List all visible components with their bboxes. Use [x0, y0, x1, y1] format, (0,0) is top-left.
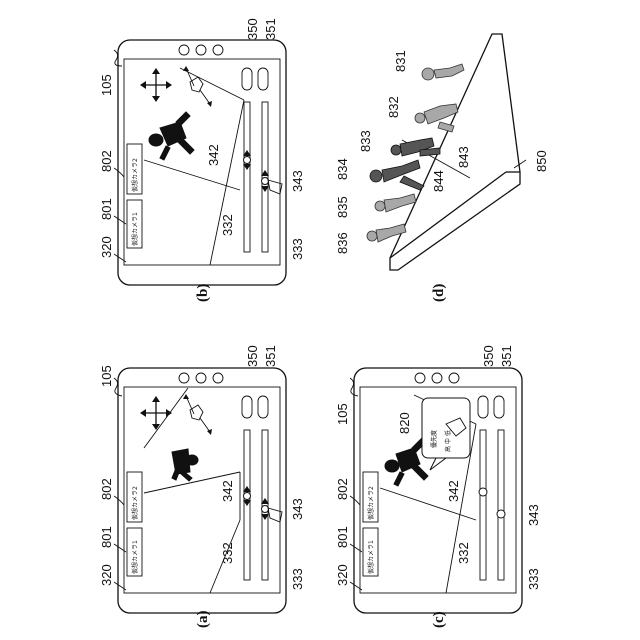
tablet-screen — [124, 387, 280, 593]
toggle-button-351[interactable] — [258, 396, 268, 418]
ref-320: 320 — [335, 564, 350, 586]
ref-350: 350 — [245, 345, 260, 367]
ref-801: 801 — [335, 526, 350, 548]
ref-343: 343 — [526, 504, 541, 526]
ref-105: 105 — [99, 74, 114, 96]
rotate-hand-icon[interactable] — [183, 394, 212, 435]
ref-801: 801 — [99, 198, 114, 220]
ref-850: 850 — [534, 150, 549, 172]
tab-virtual-camera-1-label: 仮想カメラ1 — [131, 212, 139, 246]
ref-320: 320 — [99, 236, 114, 258]
ref-831: 831 — [393, 50, 408, 72]
slider-track-332[interactable] — [480, 430, 486, 580]
ref-343: 343 — [290, 498, 305, 520]
ref-832: 832 — [386, 96, 401, 118]
panel-a: 仮想カメラ1 仮想カメラ2 — [99, 345, 305, 628]
ref-332: 332 — [456, 542, 471, 564]
ref-843: 843 — [456, 146, 471, 168]
toggle-button-350[interactable] — [242, 396, 252, 418]
tablet-screen — [124, 59, 280, 265]
home-button-3[interactable] — [449, 373, 459, 383]
tab-virtual-camera-2-label: 仮想カメラ2 — [131, 158, 139, 192]
toggle-button-350[interactable] — [242, 68, 252, 90]
caption-d: (d) — [431, 284, 447, 302]
slider-marker-342[interactable] — [479, 488, 487, 496]
toggle-button-351[interactable] — [258, 68, 268, 90]
panel-d: 831 832 833 834 835 836 843 844 850 (d) — [335, 34, 549, 302]
field-line-2 — [180, 68, 244, 100]
ref-802: 802 — [335, 478, 350, 500]
ref-105: 105 — [99, 365, 114, 387]
toggle-button-351[interactable] — [494, 396, 504, 418]
home-button-3[interactable] — [213, 373, 223, 383]
ref-332: 332 — [220, 542, 235, 564]
caption-b: (b) — [195, 284, 211, 302]
slider-marker-343[interactable] — [261, 498, 282, 522]
ref-342: 342 — [446, 480, 461, 502]
ref-835: 835 — [335, 196, 350, 218]
slider-track-333[interactable] — [498, 430, 504, 580]
ref-351: 351 — [499, 345, 514, 367]
slider-marker-343[interactable] — [497, 510, 505, 518]
priority-popup[interactable]: 優先度 高 中 低 — [422, 398, 470, 470]
tablet-device — [118, 40, 286, 285]
ref-333: 333 — [290, 568, 305, 590]
ref-343: 343 — [290, 170, 305, 192]
ref-333: 333 — [526, 568, 541, 590]
field-line-1 — [144, 160, 240, 190]
ref-844: 844 — [431, 170, 446, 192]
tab-virtual-camera-2-label: 仮想カメラ2 — [131, 486, 139, 520]
player-figure-833 — [391, 138, 440, 156]
home-button-3[interactable] — [213, 45, 223, 55]
ref-333: 333 — [290, 238, 305, 260]
home-button-2[interactable] — [432, 373, 442, 383]
priority-popup-title: 優先度 — [430, 430, 438, 448]
slider-marker-343[interactable] — [261, 170, 282, 194]
ref-836: 836 — [335, 232, 350, 254]
ref-320: 320 — [99, 564, 114, 586]
ref-351: 351 — [263, 345, 278, 367]
home-button-2[interactable] — [196, 45, 206, 55]
ref-820: 820 — [397, 412, 412, 434]
player-figure-835 — [375, 194, 416, 212]
home-button-1[interactable] — [179, 373, 189, 383]
priority-options[interactable]: 高 中 低 — [444, 430, 452, 452]
field-line-2 — [144, 388, 188, 448]
caption-a: (a) — [195, 611, 211, 629]
ref-801: 801 — [99, 526, 114, 548]
ref-350: 350 — [481, 345, 496, 367]
player-figure — [149, 112, 194, 160]
toggle-button-350[interactable] — [478, 396, 488, 418]
tab-virtual-camera-2-label: 仮想カメラ2 — [367, 486, 375, 520]
home-button-1[interactable] — [415, 373, 425, 383]
home-button-2[interactable] — [196, 373, 206, 383]
tab-virtual-camera-1-label: 仮想カメラ1 — [367, 540, 375, 574]
panel-b: 仮想カメラ1 仮想カメラ2 — [99, 18, 305, 302]
move-arrow-icon[interactable] — [140, 68, 172, 102]
ref-834: 834 — [335, 158, 350, 180]
ref-802: 802 — [99, 150, 114, 172]
tab-virtual-camera-1-label: 仮想カメラ1 — [131, 540, 139, 574]
slider-track-332[interactable] — [244, 102, 250, 252]
player-figure-834 — [370, 160, 424, 190]
move-arrow-icon[interactable] — [140, 396, 172, 430]
panel-c: 仮想カメラ1 仮想カメラ2 優先度 高 中 低 105 820 802 8 — [335, 345, 541, 628]
player-figure — [172, 449, 198, 481]
ref-342: 342 — [220, 480, 235, 502]
ref-350: 350 — [245, 18, 260, 40]
ref-802: 802 — [99, 478, 114, 500]
ref-332: 332 — [220, 214, 235, 236]
ref-833: 833 — [358, 130, 373, 152]
ref-105: 105 — [335, 403, 350, 425]
ref-342: 342 — [206, 144, 221, 166]
player-figure-832 — [415, 104, 458, 132]
ref-351: 351 — [263, 18, 278, 40]
caption-c: (c) — [431, 611, 447, 628]
tablet-device — [118, 368, 286, 613]
player-figure-831 — [422, 64, 464, 80]
home-button-1[interactable] — [179, 45, 189, 55]
